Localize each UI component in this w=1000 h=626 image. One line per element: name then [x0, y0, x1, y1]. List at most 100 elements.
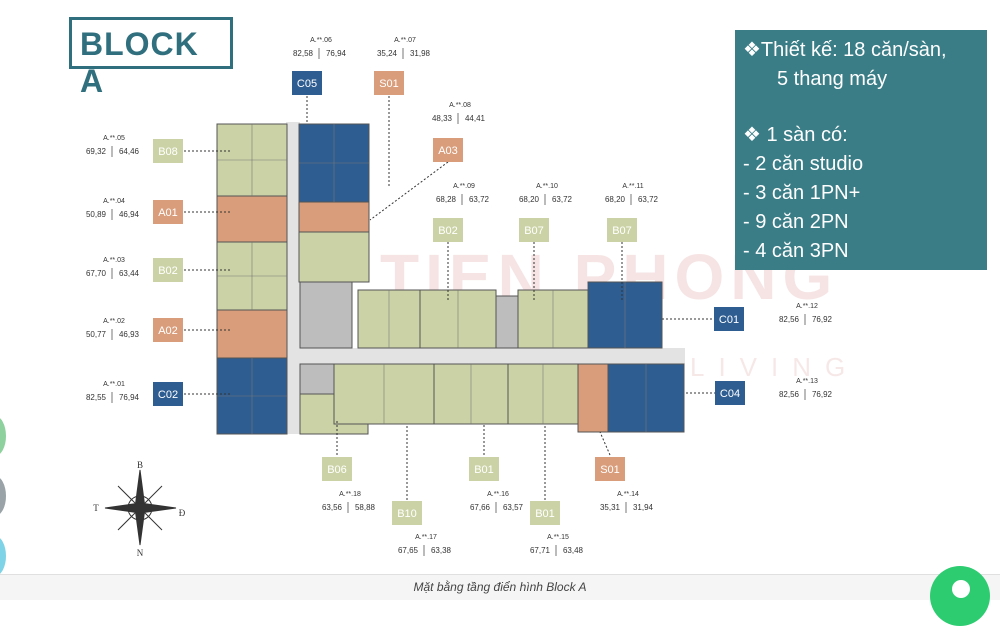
unit-code-badge: [607, 218, 637, 242]
elevator-core: [299, 281, 353, 349]
info-floor-heading: ❖ 1 sàn có:: [743, 124, 848, 146]
unit-code-badge: [153, 258, 183, 282]
info-design: ❖Thiết kế: 18 căn/sàn,: [743, 39, 947, 61]
unit-code-badge: [153, 200, 183, 224]
unit-id: A.**.13: [796, 378, 818, 385]
figure-caption: Mặt bằng tầng điển hình Block A: [0, 574, 1000, 600]
unit-code: B02: [438, 225, 458, 237]
unit-id: A.**.12: [796, 303, 818, 310]
side-widget-cyan[interactable]: [0, 536, 6, 576]
unit-area-gross: 68,20: [605, 195, 626, 204]
unit-id: A.**.03: [103, 257, 125, 264]
unit-id: A.**.17: [415, 534, 437, 541]
unit-area-gross: 69,32: [86, 147, 107, 156]
unit-code-badge: [519, 218, 549, 242]
unit-area-gross: 35,31: [600, 503, 621, 512]
unit-code: C02: [158, 389, 178, 401]
unit-block: [216, 309, 288, 359]
unit-code-badge: [374, 71, 404, 95]
unit-code: B07: [612, 225, 632, 237]
corridor-horizontal: [300, 348, 685, 364]
block-title-box: BLOCK A: [69, 17, 233, 99]
info-elevators: 5 thang máy: [777, 68, 888, 90]
unit-code: B07: [524, 225, 544, 237]
unit-code-badge: [153, 139, 183, 163]
unit-id: A.**.08: [449, 102, 471, 109]
compass-east: Đ: [179, 508, 186, 518]
unit-code-badge: [530, 501, 560, 525]
unit-id: A.**.16: [487, 491, 509, 498]
unit-area-gross: 63,56: [322, 503, 343, 512]
unit-code: C04: [720, 388, 740, 400]
unit-code-badge: [433, 218, 463, 242]
leader-lines: [180, 96, 716, 500]
unit-code: C05: [297, 78, 317, 90]
unit-area-gross: 67,66: [470, 503, 491, 512]
unit-area-net: 58,88: [355, 503, 376, 512]
unit-area-net: 63,48: [563, 546, 584, 555]
elevator-core: [495, 295, 519, 349]
room-partitions: [217, 124, 647, 434]
unit-area-gross: 67,70: [86, 269, 107, 278]
unit-area-net: 31,94: [633, 503, 654, 512]
unit-code: B02: [158, 265, 178, 277]
unit-area-gross: 82,56: [779, 315, 800, 324]
unit-block: [216, 195, 288, 243]
unit-area-gross: 35,24: [377, 49, 398, 58]
side-widget-gray[interactable]: [0, 476, 6, 516]
unit-area-net: 76,94: [119, 393, 140, 402]
unit-code-badge: [392, 501, 422, 525]
unit-id: A.**.07: [394, 37, 416, 44]
unit-code: B01: [474, 464, 494, 476]
unit-code-badge: [153, 382, 183, 406]
corridor-vertical: [286, 122, 300, 434]
info-2pn: - 9 căn 2PN: [743, 211, 849, 233]
unit-block: [298, 231, 370, 283]
unit-code: B10: [397, 508, 417, 520]
unit-id: A.**.01: [103, 381, 125, 388]
unit-area-net: 44,41: [465, 114, 486, 123]
unit-code: C01: [719, 314, 739, 326]
compass-rose: [104, 469, 177, 546]
unit-code-badge: [715, 381, 745, 405]
unit-area-net: 76,92: [812, 315, 833, 324]
unit-area-net: 63,72: [469, 195, 490, 204]
unit-code-badge: [714, 307, 744, 331]
unit-area-gross: 82,56: [779, 390, 800, 399]
unit-code-badge: [292, 71, 322, 95]
side-widget-green[interactable]: [0, 416, 6, 456]
unit-area-net: 76,94: [326, 49, 347, 58]
info-panel: ❖Thiết kế: 18 căn/sàn, 5 thang máy ❖ 1 s…: [735, 30, 987, 270]
unit-id: A.**.11: [622, 183, 643, 190]
unit-area-gross: 68,28: [436, 195, 457, 204]
unit-area-gross: 82,55: [86, 393, 107, 402]
unit-area-net: 46,94: [119, 210, 140, 219]
unit-area-net: 63,72: [552, 195, 573, 204]
unit-area-gross: 67,65: [398, 546, 419, 555]
info-studio: - 2 căn studio: [743, 153, 864, 175]
floor-plan-slide: TIEN PHONG LIVING BLOCK A ❖Thiết kế: 18 …: [0, 17, 1000, 626]
info-1pn: - 3 căn 1PN+: [743, 182, 861, 204]
compass-west: T: [93, 503, 99, 513]
compass-north: B: [137, 460, 143, 470]
compass-south: N: [137, 548, 144, 558]
unit-id: A.**.18: [339, 491, 361, 498]
unit-code: B06: [327, 464, 347, 476]
unit-code-badge: [595, 457, 625, 481]
unit-code-badge: [433, 138, 463, 162]
unit-id: A.**.02: [103, 318, 125, 325]
unit-area-net: 63,38: [431, 546, 452, 555]
unit-id: A.**.05: [103, 135, 125, 142]
unit-id: A.**.09: [453, 183, 475, 190]
unit-area-net: 31,98: [410, 49, 431, 58]
unit-area-gross: 68,20: [519, 195, 540, 204]
unit-area-gross: 48,33: [432, 114, 453, 123]
unit-id: A.**.10: [536, 183, 558, 190]
unit-code-badge: [322, 457, 352, 481]
info-3pn: - 4 căn 3PN: [743, 240, 849, 262]
unit-area-gross: 67,71: [530, 546, 551, 555]
unit-area-gross: 50,89: [86, 210, 107, 219]
block-title: BLOCK A: [80, 26, 199, 99]
